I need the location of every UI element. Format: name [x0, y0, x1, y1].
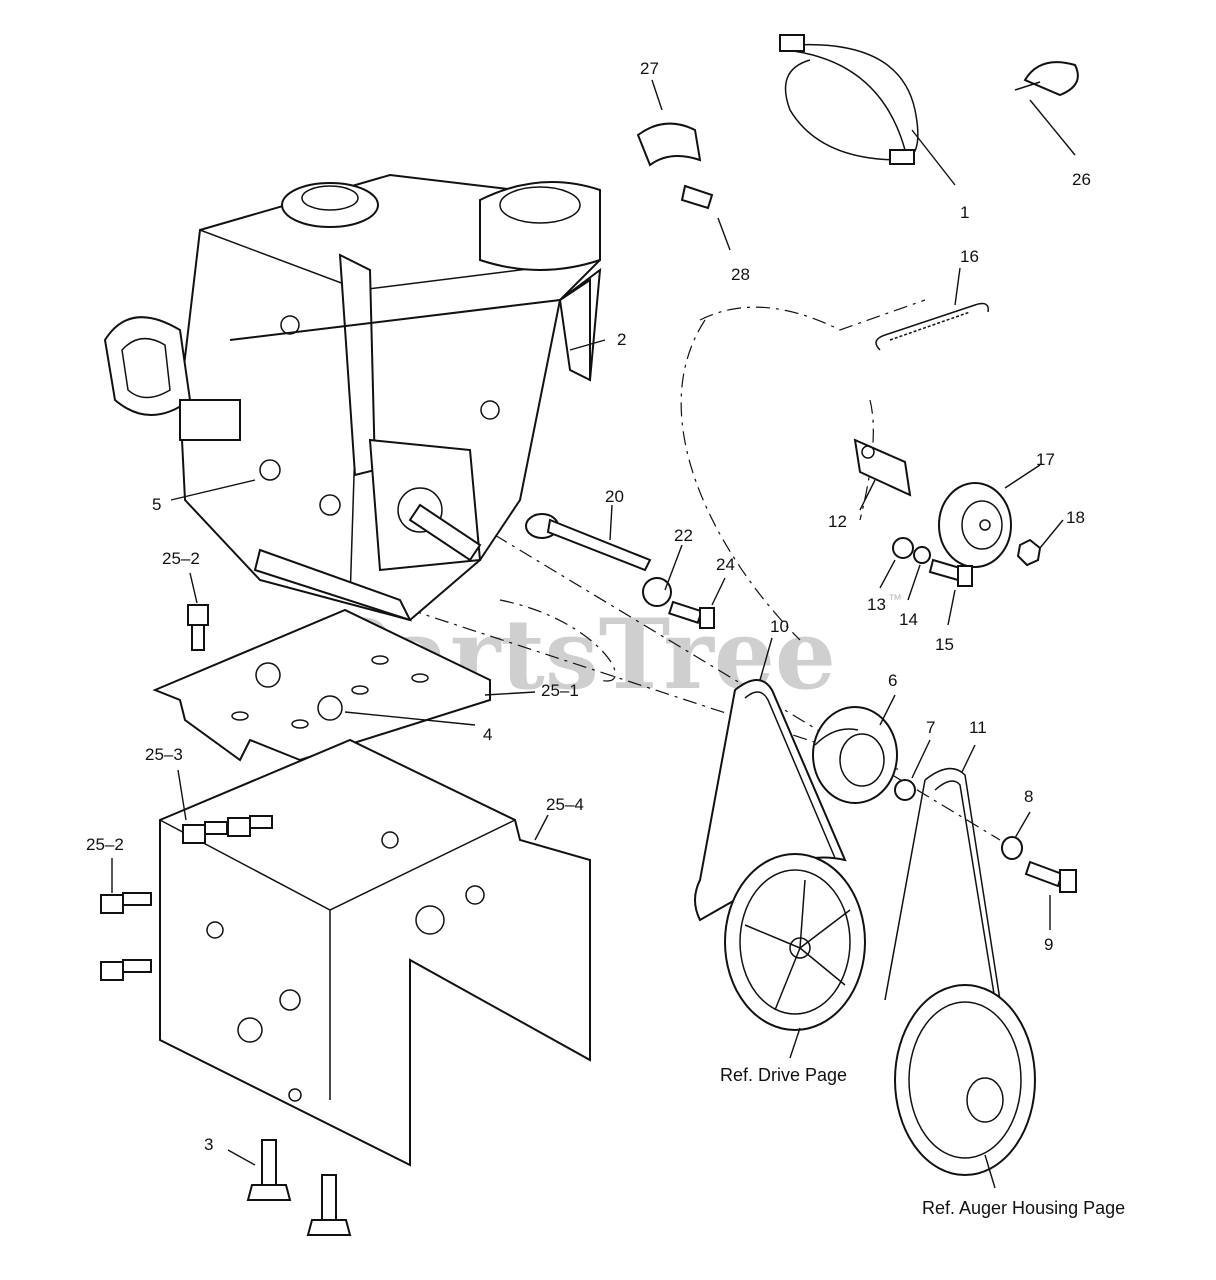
callout-2: 2	[617, 330, 626, 349]
callout-13: 13	[867, 595, 886, 614]
callout-1: 1	[960, 203, 969, 222]
callout-8: 8	[1024, 787, 1033, 806]
callout-20: 20	[605, 487, 624, 506]
callout-27: 27	[640, 59, 659, 78]
callout-11: 11	[969, 718, 987, 737]
callout-24: 24	[716, 555, 735, 574]
drive-pulley-parts	[812, 706, 1077, 893]
frame-housing	[159, 738, 591, 1167]
callout-26: 26	[1072, 170, 1091, 189]
callout-22: 22	[674, 526, 693, 545]
callout-25-2-lower: 25–2	[86, 835, 124, 854]
callout-4: 4	[483, 725, 492, 744]
callout-25-1: 25–1	[541, 681, 579, 700]
callout-17: 17	[1036, 450, 1055, 469]
callout-25-2-upper: 25–2	[162, 549, 200, 568]
callout-9: 9	[1044, 935, 1053, 954]
callout-12: 12	[828, 512, 847, 531]
callout-5: 5	[152, 495, 161, 514]
callout-16: 16	[960, 247, 979, 266]
ref-auger-housing-page: Ref. Auger Housing Page	[922, 1198, 1125, 1218]
callout-18: 18	[1066, 508, 1085, 527]
callout-3: 3	[204, 1135, 213, 1154]
belts-and-pulleys	[694, 679, 1036, 1176]
frame-plate	[152, 608, 491, 762]
callout-14: 14	[899, 610, 918, 629]
shaft-parts	[525, 513, 715, 629]
bolts	[100, 604, 352, 1236]
callout-10: 10	[770, 617, 789, 636]
ref-drive-page: Ref. Drive Page	[720, 1065, 847, 1085]
callout-labels: 1 2 3 4 5 6 7 8 9 10 11 12 13 14 15 16 1…	[86, 59, 1125, 1218]
callout-7: 7	[926, 718, 935, 737]
callout-6: 6	[888, 671, 897, 690]
callout-25-3: 25–3	[145, 745, 183, 764]
leader-lines	[111, 79, 1076, 1189]
watermark-trademark: ™	[888, 591, 902, 607]
callout-15: 15	[935, 635, 954, 654]
callout-28: 28	[731, 265, 750, 284]
callout-25-4: 25–4	[546, 795, 584, 814]
engine	[103, 173, 602, 622]
upper-parts	[636, 34, 1079, 587]
